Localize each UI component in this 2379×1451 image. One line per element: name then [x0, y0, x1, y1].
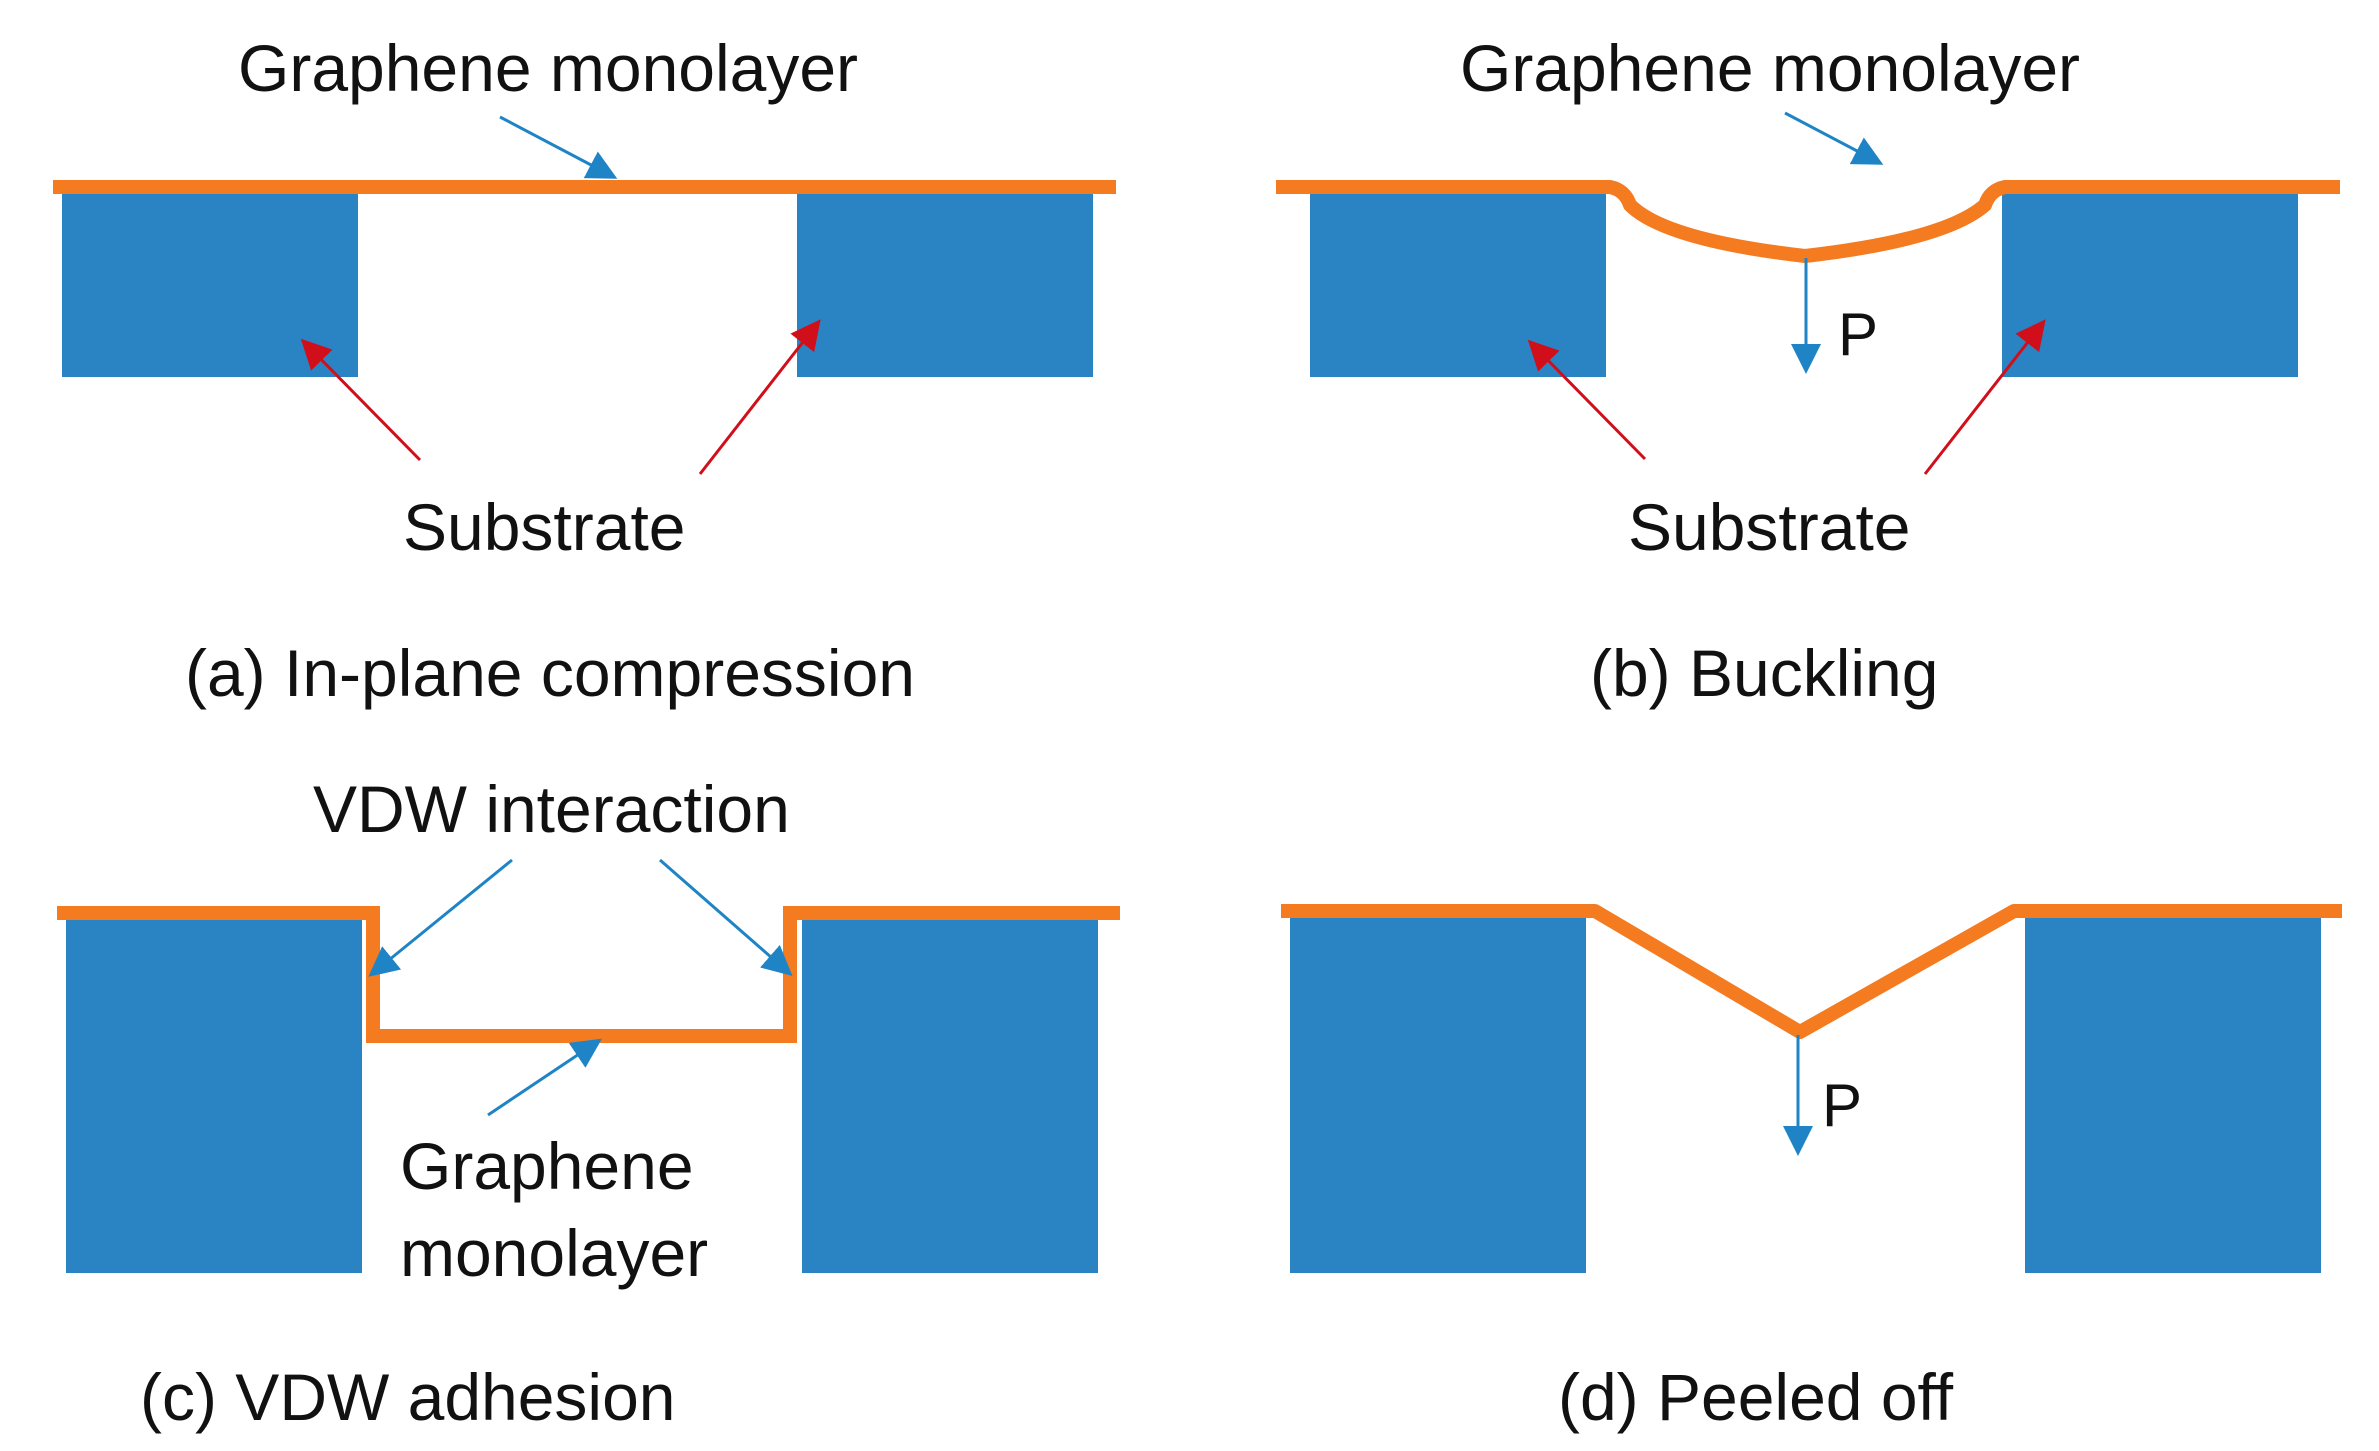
- vdw-pointer-arrow-right: [659, 858, 793, 976]
- panel-a-caption: (a) In-plane compression: [185, 636, 915, 710]
- substrate-right-block: [797, 190, 1093, 377]
- peeled-graphene-line: [1281, 904, 2342, 1039]
- buckled-graphene-line: [1276, 180, 2340, 263]
- graphene-pointer-arrow: [499, 115, 618, 179]
- panel-b: P Graphene monolayer Substrate (b) Buckl…: [1276, 31, 2340, 710]
- panel-c-caption: (c) VDW adhesion: [140, 1360, 676, 1434]
- substrate-left-block: [1290, 915, 1586, 1273]
- graphene-monolayer-label: Graphene monolayer: [238, 31, 858, 105]
- panel-b-caption: (b) Buckling: [1590, 636, 1938, 710]
- graphene-pointer-arrow: [487, 1038, 602, 1117]
- substrate-right-block: [2002, 190, 2298, 377]
- graphene-pointer-arrow: [1784, 111, 1884, 165]
- panel-a: Graphene monolayer Substrate (a) In-plan…: [53, 31, 1116, 710]
- substrate-pointer-arrow-left: [1527, 339, 1647, 461]
- graphene-label-line2: monolayer: [400, 1216, 708, 1290]
- substrate-pointer-arrow-left: [300, 338, 422, 462]
- graphene-monolayer-label: Graphene monolayer: [1460, 31, 2080, 105]
- substrate-left-block: [62, 190, 358, 377]
- panel-d: P (d) Peeled off: [1281, 904, 2342, 1434]
- force-label-p: P: [1822, 1072, 1862, 1139]
- substrate-left-block: [66, 915, 362, 1273]
- substrate-left-block: [1310, 190, 1606, 377]
- vdw-pointer-arrow-left: [368, 858, 513, 977]
- substrate-label: Substrate: [403, 490, 686, 564]
- substrate-label: Substrate: [1628, 490, 1911, 564]
- adhered-graphene-line: [57, 906, 1120, 1043]
- vdw-interaction-label: VDW interaction: [313, 772, 790, 846]
- graphene-label-line1: Graphene: [400, 1129, 694, 1203]
- panel-d-caption: (d) Peeled off: [1558, 1360, 1954, 1434]
- substrate-right-block: [2025, 915, 2321, 1273]
- force-label-p: P: [1838, 301, 1878, 368]
- substrate-pointer-arrow-right: [698, 319, 821, 475]
- panel-c: VDW interaction Graphene monolayer (c) V…: [57, 772, 1120, 1434]
- substrate-pointer-arrow-right: [1923, 319, 2046, 475]
- substrate-right-block: [802, 915, 1098, 1273]
